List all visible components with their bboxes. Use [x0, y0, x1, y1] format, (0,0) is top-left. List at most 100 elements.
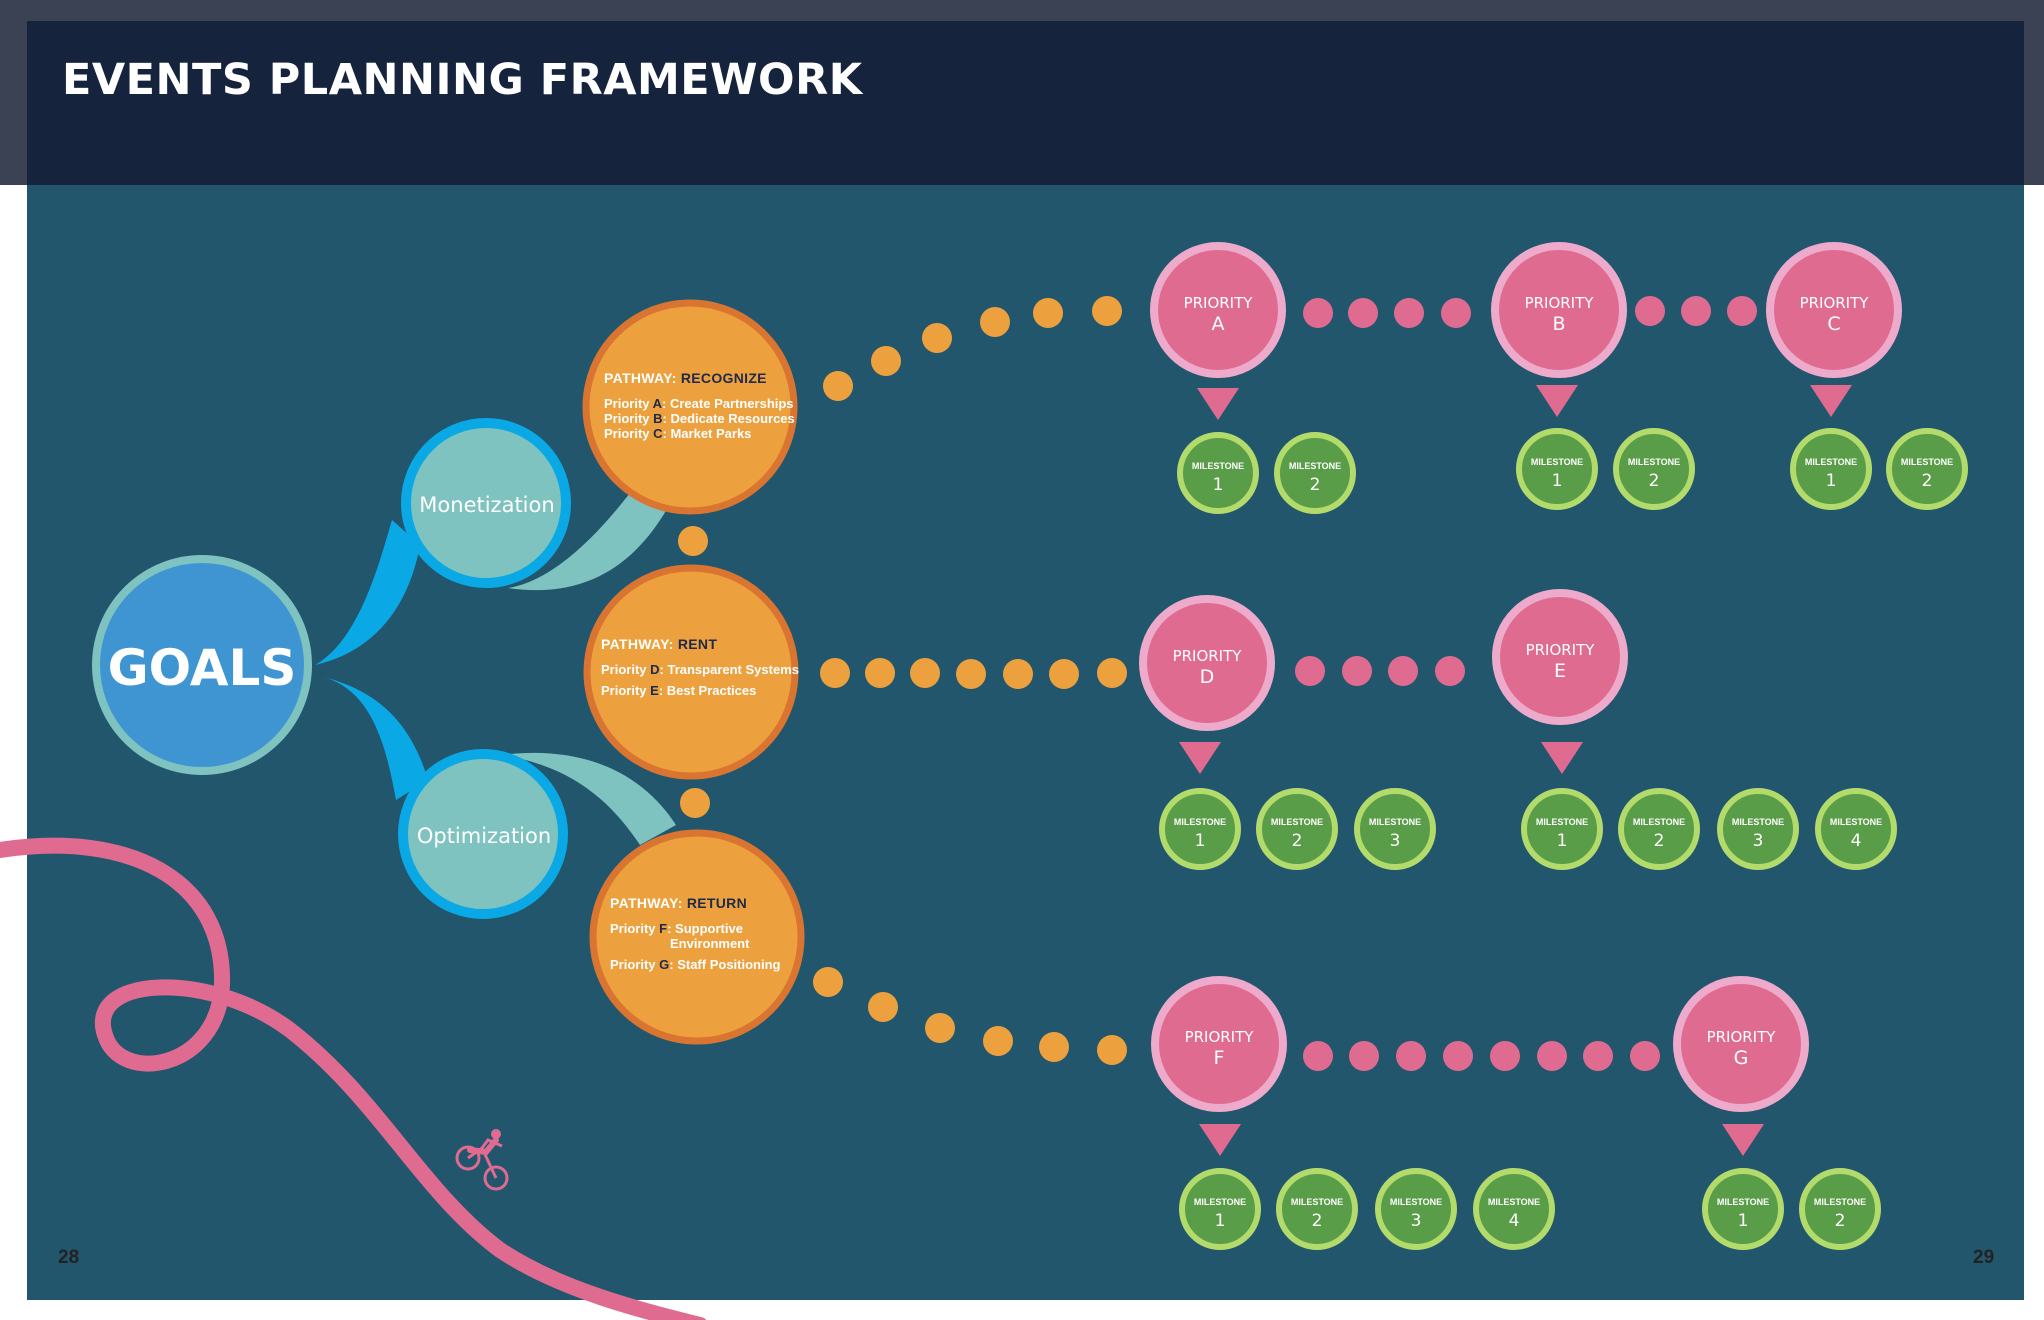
- pathway-prefix: PATHWAY:: [601, 636, 674, 652]
- orange-dot: [823, 371, 853, 401]
- milestone-number: 1: [1557, 831, 1568, 851]
- milestone-number: 2: [1654, 831, 1665, 851]
- milestone-label: MILESTONE: [1717, 1197, 1769, 1207]
- milestone-number: 2: [1312, 1211, 1323, 1231]
- orange-dot: [678, 526, 708, 556]
- milestone-label: MILESTONE: [1531, 457, 1583, 467]
- priority-text: : Create Partnerships: [662, 396, 794, 411]
- orange-dot: [680, 788, 710, 818]
- milestone-label: MILESTONE: [1289, 461, 1341, 471]
- priority-label: PRIORITY: [1800, 294, 1870, 312]
- page-title: EVENTS PLANNING FRAMEWORK: [62, 55, 863, 105]
- pathway-return-node: [589, 829, 805, 1045]
- pink-dot: [1435, 656, 1465, 686]
- priority-letter: C: [1827, 313, 1840, 335]
- orange-dot: [1097, 1035, 1127, 1065]
- goal-connectors: [315, 480, 676, 845]
- pink-dot: [1303, 1041, 1333, 1071]
- pathway-prefix: PATHWAY:: [610, 895, 683, 911]
- cyclist-path: [0, 837, 707, 1320]
- pink-dot: [1490, 1041, 1520, 1071]
- orange-dot: [956, 659, 986, 689]
- priority-word: Priority: [604, 411, 650, 426]
- priority-letter: B: [653, 411, 663, 426]
- priority-text: : Supportive: [667, 921, 743, 936]
- milestone-number: 2: [1922, 471, 1933, 491]
- priority-text: : Market Parks: [662, 426, 752, 441]
- page-number-right: 29: [1973, 1247, 1995, 1268]
- milestone-label: MILESTONE: [1536, 817, 1588, 827]
- pink-dot: [1388, 656, 1418, 686]
- milestone-label: MILESTONE: [1488, 1197, 1540, 1207]
- pathway-name: RENT: [677, 636, 718, 652]
- priority-label: PRIORITY: [1185, 1028, 1255, 1046]
- milestone-number: 1: [1738, 1211, 1749, 1231]
- page-number-left: 28: [58, 1247, 80, 1268]
- orange-dot-connectors: [678, 296, 1127, 1065]
- orange-dot: [1003, 659, 1033, 689]
- priority-word: Priority: [610, 957, 656, 972]
- priority-word: Priority: [610, 921, 656, 936]
- priority-letter: C: [653, 426, 663, 441]
- orange-dot: [980, 307, 1010, 337]
- milestone-label: MILESTONE: [1390, 1197, 1442, 1207]
- priority-label: PRIORITY: [1707, 1028, 1777, 1046]
- orange-dot: [1097, 658, 1127, 688]
- milestone-number: 2: [1292, 831, 1303, 851]
- branch-monetization: Monetization: [401, 418, 571, 588]
- milestone-node: MILESTONE 1: [1702, 1168, 1784, 1250]
- pink-dot: [1727, 296, 1757, 326]
- milestone-node: MILESTONE 2: [1276, 1168, 1358, 1250]
- priority-label: PRIORITY: [1526, 641, 1596, 659]
- goals-label: GOALS: [108, 639, 297, 697]
- milestone-node: MILESTONE 1: [1516, 428, 1598, 510]
- milestone-number: 1: [1826, 471, 1837, 491]
- priority-letter: D: [650, 662, 660, 677]
- orange-dot: [813, 967, 843, 997]
- down-arrow-icon: [1541, 742, 1583, 774]
- orange-dot: [1092, 296, 1122, 326]
- priority-text: : Staff Positioning: [669, 957, 781, 972]
- milestone-number: 4: [1509, 1211, 1520, 1231]
- priority-nodes: PRIORITYAPRIORITYBPRIORITYCPRIORITYDPRIO…: [1139, 242, 1902, 1156]
- down-arrow-icon: [1199, 1124, 1241, 1156]
- priority-letter: F: [659, 921, 668, 936]
- down-arrow-icon: [1810, 385, 1852, 417]
- priority-word: Priority: [604, 396, 650, 411]
- cyclist-icon: [455, 1129, 509, 1191]
- milestone-label: MILESTONE: [1271, 817, 1323, 827]
- priority-letter: G: [1734, 1047, 1749, 1069]
- down-arrow-icon: [1197, 388, 1239, 420]
- milestone-number: 1: [1552, 471, 1563, 491]
- milestone-number: 4: [1851, 831, 1862, 851]
- pink-dot: [1583, 1041, 1613, 1071]
- pink-dot: [1630, 1041, 1660, 1071]
- priority-letter: F: [1214, 1047, 1225, 1069]
- milestone-number: 1: [1215, 1211, 1226, 1231]
- pathway-recognize-text: PATHWAY: RECOGNIZE Priority A: Create Pa…: [604, 370, 795, 441]
- pink-dot: [1537, 1041, 1567, 1071]
- milestone-number: 2: [1310, 475, 1321, 495]
- priority-label: PRIORITY: [1173, 647, 1243, 665]
- down-arrow-icon: [1722, 1124, 1764, 1156]
- milestone-label: MILESTONE: [1291, 1197, 1343, 1207]
- priority-word: Priority: [604, 426, 650, 441]
- milestone-label: MILESTONE: [1174, 817, 1226, 827]
- header-band: [27, 21, 2024, 185]
- orange-dot: [820, 658, 850, 688]
